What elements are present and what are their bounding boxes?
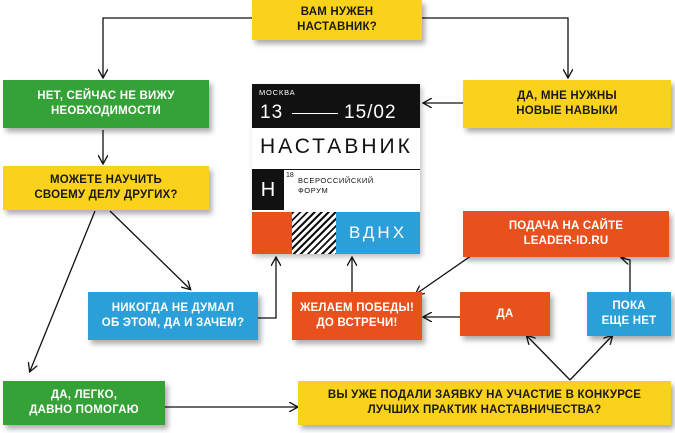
- logo-hatch-block: [292, 212, 336, 254]
- node-yes-skills: ДА, МНЕ НУЖНЫ НОВЫЕ НАВЫКИ: [463, 80, 671, 128]
- logo-title: НАСТАВНИК: [260, 135, 413, 158]
- arrow-submit-to-wish: [416, 250, 479, 294]
- forum-logo: МОСКВА 13 15/02 НАСТАВНИК Н 18 ВСЕРОССИЙ…: [252, 84, 420, 254]
- logo-date-dash: [292, 113, 338, 114]
- arrow-applied-to-yes: [527, 336, 571, 381]
- arrow-need-to-no: [103, 17, 252, 77]
- logo-h-letter: Н: [252, 170, 284, 210]
- arrow-never-to-logo: [258, 258, 276, 319]
- node-never-thought: НИКОГДА НЕ ДУМАЛ ОБ ЭТОМ, ДА И ЗАЧЕМ?: [88, 292, 258, 340]
- logo-venue: ВДНХ: [336, 212, 420, 254]
- node-yes: ДА: [460, 292, 550, 336]
- logo-red-block: [252, 212, 292, 254]
- logo-date-end: 15/02: [344, 102, 397, 123]
- arrow-notyet-to-submit: [622, 258, 630, 292]
- arrow-need-to-yes: [422, 17, 568, 77]
- logo-city: МОСКВА: [259, 88, 296, 97]
- logo-date-start: 13: [260, 102, 284, 123]
- node-yes-easy: ДА, ЛЕГКО, ДАВНО ПОМОГАЮ: [3, 381, 165, 425]
- node-no-need: НЕТ, СЕЙЧАС НЕ ВИЖУ НЕОБХОДИМОСТИ: [3, 80, 209, 128]
- logo-age-rating: 18: [286, 172, 294, 179]
- node-need-mentor: ВАМ НУЖЕН НАСТАВНИК?: [252, 0, 422, 40]
- node-wish-victory: ЖЕЛАЕМ ПОБЕДЫ! ДО ВСТРЕЧИ!: [292, 292, 422, 340]
- arrow-canteach-to-never: [109, 210, 190, 289]
- arrow-applied-to-notyet: [569, 336, 612, 381]
- arrow-canteach-to-easy: [30, 210, 96, 371]
- node-submit-site: ПОДАЧА НА САЙТЕ LEADER-ID.RU: [463, 211, 669, 257]
- logo-header: МОСКВА 13 15/02: [252, 84, 420, 128]
- node-can-teach: МОЖЕТЕ НАУЧИТЬ СВОЕМУ ДЕЛУ ДРУГИХ?: [3, 166, 209, 210]
- node-not-yet: ПОКА ЕЩЕ НЕТ: [587, 292, 671, 336]
- logo-divider: [252, 169, 420, 170]
- node-applied-question: ВЫ УЖЕ ПОДАЛИ ЗАЯВКУ НА УЧАСТИЕ В КОНКУР…: [298, 381, 671, 425]
- logo-subtitle: ВСЕРОССИЙСКИЙ ФОРУМ: [298, 176, 374, 195]
